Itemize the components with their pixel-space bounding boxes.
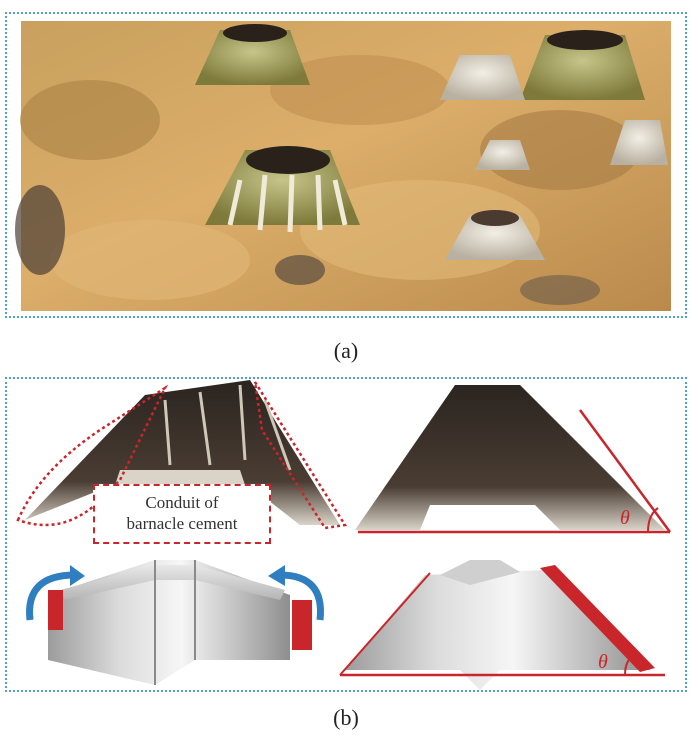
barnacle-photo	[15, 21, 671, 311]
metal-model-left	[26, 560, 324, 685]
angle-label-top: θ	[620, 507, 630, 529]
caption-b: (b)	[333, 705, 359, 730]
barnacle-shell-right	[355, 385, 672, 534]
barnacle-large-center	[205, 146, 360, 233]
panel-a-frame	[5, 12, 687, 318]
barnacle-top-left	[195, 24, 310, 85]
panel-b-frame	[5, 377, 687, 692]
metal-model-right	[339, 560, 665, 690]
annotation-line-2: barnacle cement	[126, 514, 238, 533]
barnacle-white-right	[445, 210, 545, 260]
cement-conduit-annotation: Conduit of barnacle cement	[93, 484, 271, 544]
annotation-line-1: Conduit of	[145, 493, 219, 512]
angle-label-bottom: θ	[598, 651, 608, 673]
barnacle-top-right	[520, 30, 645, 100]
caption-a: (a)	[333, 338, 359, 363]
barnacle-white-small	[440, 55, 668, 170]
